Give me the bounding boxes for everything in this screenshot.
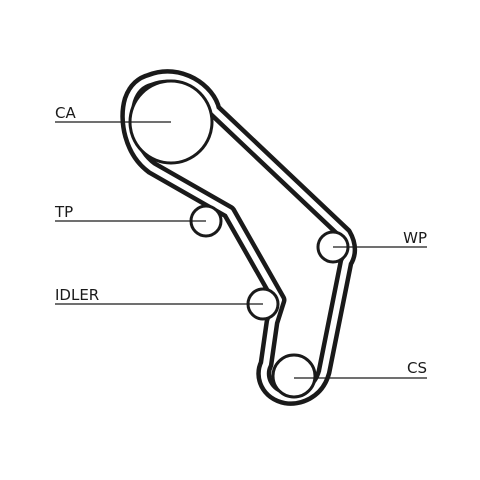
label-tp: TP <box>54 203 73 221</box>
timing-belt <box>120 69 358 406</box>
label-cs: CS <box>407 359 427 377</box>
belt-core <box>124 73 353 402</box>
label-wp: WP <box>403 229 427 247</box>
crankshaft-pulley <box>271 353 317 399</box>
label-ca: CA <box>55 104 76 122</box>
label-idler: IDLER <box>55 286 99 304</box>
